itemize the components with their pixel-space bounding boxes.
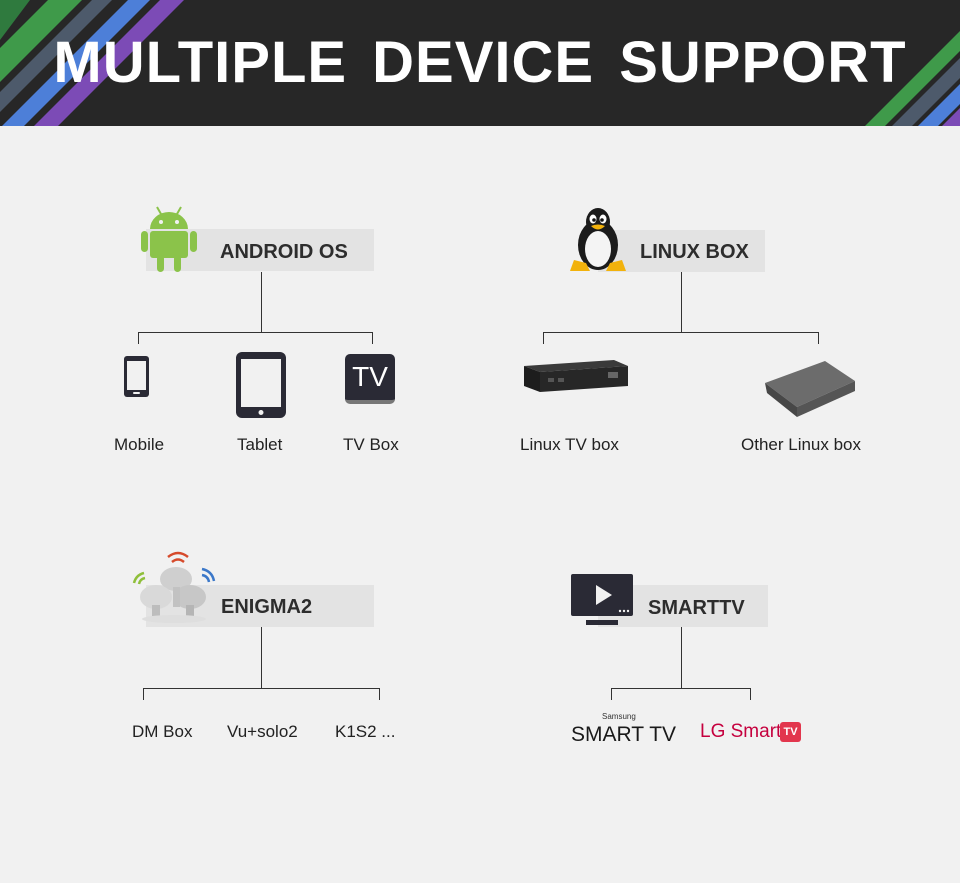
smart-tv-play-icon — [571, 574, 633, 625]
android-robot-icon — [141, 206, 197, 272]
lg-smart-tv-logo: LG Smart TV — [700, 720, 806, 748]
page-title: MULTIPLE DEVICE SUPPORT — [53, 30, 907, 95]
samsung-smart-tv-logo: Samsung SMART TV — [568, 712, 676, 748]
enigma-section-title: ENIGMA2 — [221, 596, 313, 618]
device-label-linux-tv-box: Linux TV box — [520, 435, 619, 454]
smarttv-section-title: SMARTTV — [648, 597, 745, 619]
mobile-phone-icon — [124, 356, 149, 397]
header-banner: MULTIPLE DEVICE SUPPORT — [0, 0, 960, 126]
tv-box-icon-text: TV — [352, 361, 388, 392]
linux-section-header — [598, 230, 765, 272]
linux-section-title: LINUX BOX — [640, 241, 749, 263]
tux-penguin-icon — [570, 208, 626, 271]
samsung-brand-small: Samsung — [602, 712, 636, 721]
left-stripes-decoration — [0, 0, 184, 126]
tv-box-icon: TV — [345, 354, 395, 404]
lg-tv-badge: TV — [780, 722, 801, 742]
device-label-dm-box: DM Box — [132, 722, 193, 741]
device-label-tablet: Tablet — [237, 435, 283, 454]
tablet-icon — [236, 352, 286, 418]
satellite-dishes-icon — [132, 551, 216, 623]
device-label-mobile: Mobile — [114, 435, 165, 454]
device-label-other-linux-box: Other Linux box — [741, 435, 862, 454]
right-stripes-decoration — [865, 31, 960, 126]
linux-tv-box-icon — [524, 360, 628, 392]
other-linux-box-icon — [765, 361, 855, 417]
lg-brand-main: LG Smart — [700, 721, 782, 742]
device-label-vu-solo2: Vu+solo2 — [227, 722, 298, 741]
device-label-tv-box: TV Box — [343, 435, 399, 454]
android-section-title: ANDROID OS — [220, 241, 348, 263]
device-label-k1s2: K1S2 ... — [335, 722, 396, 741]
samsung-brand-main: SMART TV — [571, 723, 677, 746]
